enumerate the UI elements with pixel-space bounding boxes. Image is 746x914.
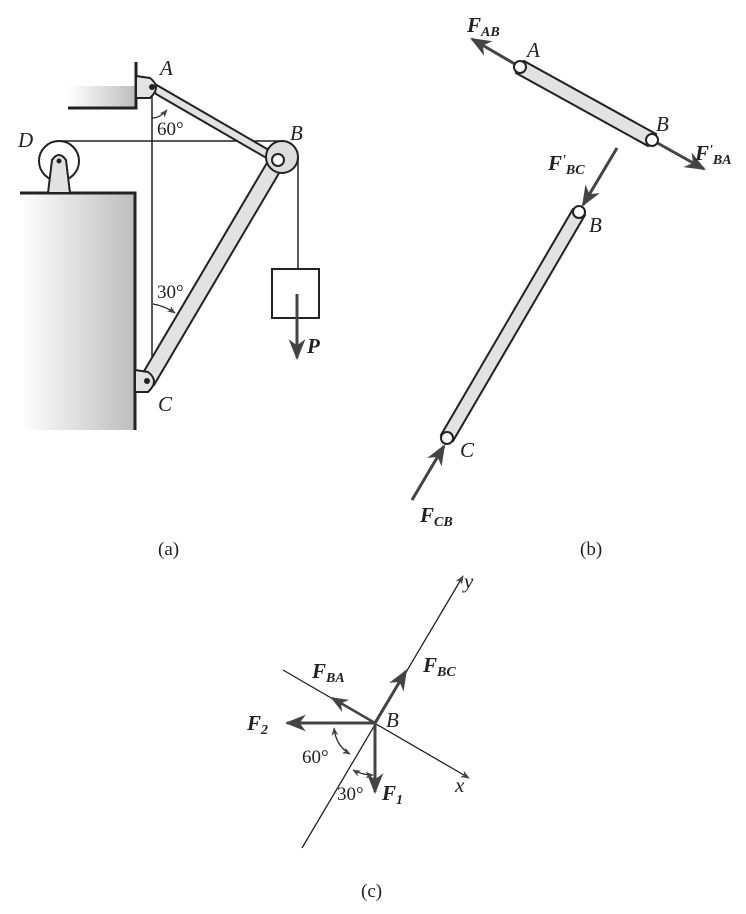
angle-label-30: 30° — [157, 282, 184, 303]
pulley-d-axle — [56, 158, 62, 164]
support-a — [135, 74, 157, 99]
force-fba-arrow — [330, 696, 376, 725]
label-b-top: B — [656, 112, 669, 136]
pin-a — [513, 60, 527, 74]
pin-b2 — [572, 205, 586, 219]
force-fab-arrow — [470, 37, 521, 69]
ceiling-support — [68, 86, 136, 108]
label-c: C — [158, 392, 173, 416]
label-f2: F2 — [246, 711, 268, 738]
rod-bc — [138, 154, 287, 387]
figure-b: A B B C FAB F'BA F'BC FCB (b) — [410, 13, 732, 560]
wall — [20, 193, 135, 430]
pin-a — [149, 84, 155, 90]
label-fcb: FCB — [419, 503, 453, 530]
label-d: D — [17, 128, 33, 152]
pin-b — [645, 133, 659, 147]
label-fba: FBA — [311, 659, 345, 686]
label-x: x — [454, 773, 465, 797]
angle-arc-60 — [151, 109, 168, 119]
label-y: y — [462, 569, 474, 593]
rod-bc-free-body — [439, 207, 587, 443]
label-b: B — [290, 121, 303, 145]
force-fba-arrow — [651, 138, 706, 171]
angle-arc-30 — [152, 303, 176, 314]
figure-a: A B C D 60° 30° P (a) — [17, 56, 320, 560]
angle-arc-30 — [352, 769, 374, 779]
pin-c — [440, 431, 454, 445]
pin-b — [271, 153, 285, 167]
label-fba-prime: F'BA — [694, 141, 732, 168]
pulley-d-bracket — [46, 154, 72, 194]
caption-c: (c) — [361, 881, 382, 902]
label-fbc-prime: F'BC — [547, 151, 585, 178]
label-p: P — [306, 334, 320, 358]
force-fcb-arrow — [410, 444, 446, 501]
figure-c: B x y FBA FBC F2 F1 60° 30° (c) — [246, 569, 474, 902]
angle-label-30: 30° — [337, 784, 364, 805]
caption-b: (b) — [580, 539, 602, 560]
angle-label-60: 60° — [157, 119, 184, 140]
label-fab: FAB — [466, 13, 500, 40]
rod-ab-free-body — [514, 59, 658, 148]
force-fbc-prime-arrow — [581, 147, 619, 207]
label-fbc: FBC — [422, 653, 456, 680]
label-c: C — [460, 438, 475, 462]
force-fbc-arrow — [373, 669, 408, 724]
label-f1: F1 — [381, 781, 403, 808]
angle-arc-60 — [331, 727, 351, 755]
label-a: A — [525, 38, 540, 62]
pin-c — [144, 378, 150, 384]
angle-label-60: 60° — [302, 747, 329, 768]
caption-a: (a) — [158, 539, 179, 560]
label-b-bottom: B — [589, 213, 602, 237]
label-a: A — [158, 56, 173, 80]
label-b: B — [386, 708, 399, 732]
